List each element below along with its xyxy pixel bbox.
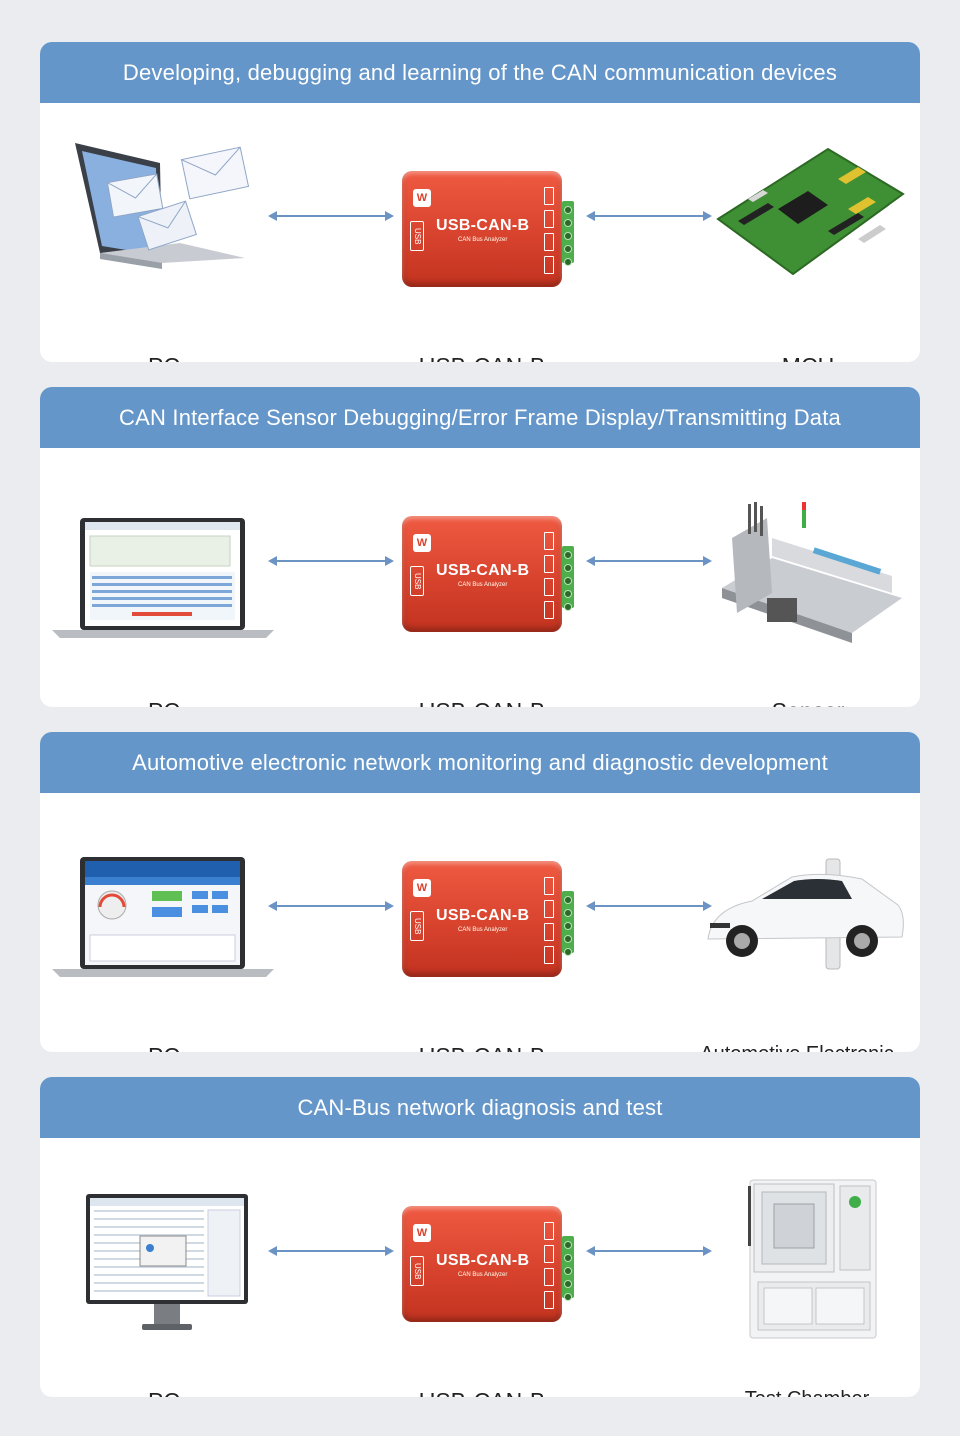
- device-subtitle: CAN Bus Analyzer: [458, 237, 508, 243]
- usb-can-b-device: W USB USB-CAN-B CAN Bus Analyzer: [402, 171, 562, 287]
- usb-can-b-device: W USB USB-CAN-B CAN Bus Analyzer: [402, 516, 562, 632]
- label-pc: PC: [124, 353, 204, 362]
- diagram: W USB USB-CAN-B CAN Bus Analyzer PC USB-…: [40, 793, 920, 1052]
- panel-can-dev: Developing, debugging and learning of th…: [40, 42, 920, 362]
- usb-tag: USB: [410, 911, 424, 941]
- bidirectional-arrow-icon: [586, 1246, 712, 1256]
- diagram: W USB USB-CAN-B CAN Bus Analyzer PC USB-…: [40, 103, 920, 362]
- device-subtitle: CAN Bus Analyzer: [458, 582, 508, 588]
- port-labels: [544, 877, 554, 964]
- laptop-dashboard-icon: [52, 857, 274, 977]
- usb-tag: USB: [410, 221, 424, 251]
- panel-title: CAN-Bus network diagnosis and test: [40, 1077, 920, 1138]
- label-device: USB-CAN-B: [402, 1043, 562, 1052]
- label-device: USB-CAN-B: [402, 698, 562, 707]
- label-pc: PC: [124, 1388, 204, 1397]
- diagram: W USB USB-CAN-B CAN Bus Analyzer PC USB-…: [40, 448, 920, 707]
- usb-tag: USB: [410, 566, 424, 596]
- industrial-machine-icon: [722, 502, 902, 643]
- device-name: USB-CAN-B: [436, 562, 530, 579]
- bidirectional-arrow-icon: [586, 901, 712, 911]
- device-subtitle: CAN Bus Analyzer: [458, 927, 508, 933]
- terminal-block-icon: [562, 201, 574, 266]
- device-name: USB-CAN-B: [436, 1252, 530, 1269]
- panel-title: CAN Interface Sensor Debugging/Error Fra…: [40, 387, 920, 448]
- label-target: Sensor: [748, 698, 868, 707]
- bidirectional-arrow-icon: [268, 211, 394, 221]
- laptop-software-icon: [52, 518, 274, 638]
- diagram: W USB USB-CAN-B CAN Bus Analyzer PC USB-…: [40, 1138, 920, 1397]
- bidirectional-arrow-icon: [268, 1246, 394, 1256]
- terminal-block-icon: [562, 1236, 574, 1301]
- bidirectional-arrow-icon: [268, 556, 394, 566]
- brand-logo-icon: W: [413, 534, 431, 552]
- brand-logo-icon: W: [413, 189, 431, 207]
- label-target: MCU: [748, 353, 868, 362]
- panel-title: Automotive electronic network monitoring…: [40, 732, 920, 793]
- terminal-block-icon: [562, 546, 574, 611]
- bidirectional-arrow-icon: [586, 211, 712, 221]
- bidirectional-arrow-icon: [268, 901, 394, 911]
- port-labels: [544, 187, 554, 274]
- label-pc: PC: [124, 698, 204, 707]
- panel-test: CAN-Bus network diagnosis and test W USB…: [40, 1077, 920, 1397]
- panel-sensor: CAN Interface Sensor Debugging/Error Fra…: [40, 387, 920, 707]
- label-target: Test Chamber: [720, 1388, 894, 1397]
- device-name: USB-CAN-B: [436, 217, 530, 234]
- label-device: USB-CAN-B: [402, 353, 562, 362]
- usb-can-b-device: W USB USB-CAN-B CAN Bus Analyzer: [402, 1206, 562, 1322]
- device-name: USB-CAN-B: [436, 907, 530, 924]
- electric-car-icon: [707, 858, 904, 970]
- test-chamber-icon: [748, 1179, 877, 1339]
- usb-tag: USB: [410, 1256, 424, 1286]
- terminal-block-icon: [562, 891, 574, 956]
- label-target: Automotive Electronic: [680, 1043, 914, 1052]
- brand-logo-icon: W: [413, 879, 431, 897]
- panel-automotive: Automotive electronic network monitoring…: [40, 732, 920, 1052]
- bidirectional-arrow-icon: [586, 556, 712, 566]
- usb-can-b-device: W USB USB-CAN-B CAN Bus Analyzer: [402, 861, 562, 977]
- monitor-software-icon: [86, 1194, 248, 1330]
- brand-logo-icon: W: [413, 1224, 431, 1242]
- mcu-board-icon: [716, 147, 905, 276]
- port-labels: [544, 1222, 554, 1309]
- panel-title: Developing, debugging and learning of th…: [40, 42, 920, 103]
- label-pc: PC: [124, 1043, 204, 1052]
- device-subtitle: CAN Bus Analyzer: [458, 1272, 508, 1278]
- laptop-envelopes-icon: [75, 143, 250, 269]
- port-labels: [544, 532, 554, 619]
- label-device: USB-CAN-B: [402, 1388, 562, 1397]
